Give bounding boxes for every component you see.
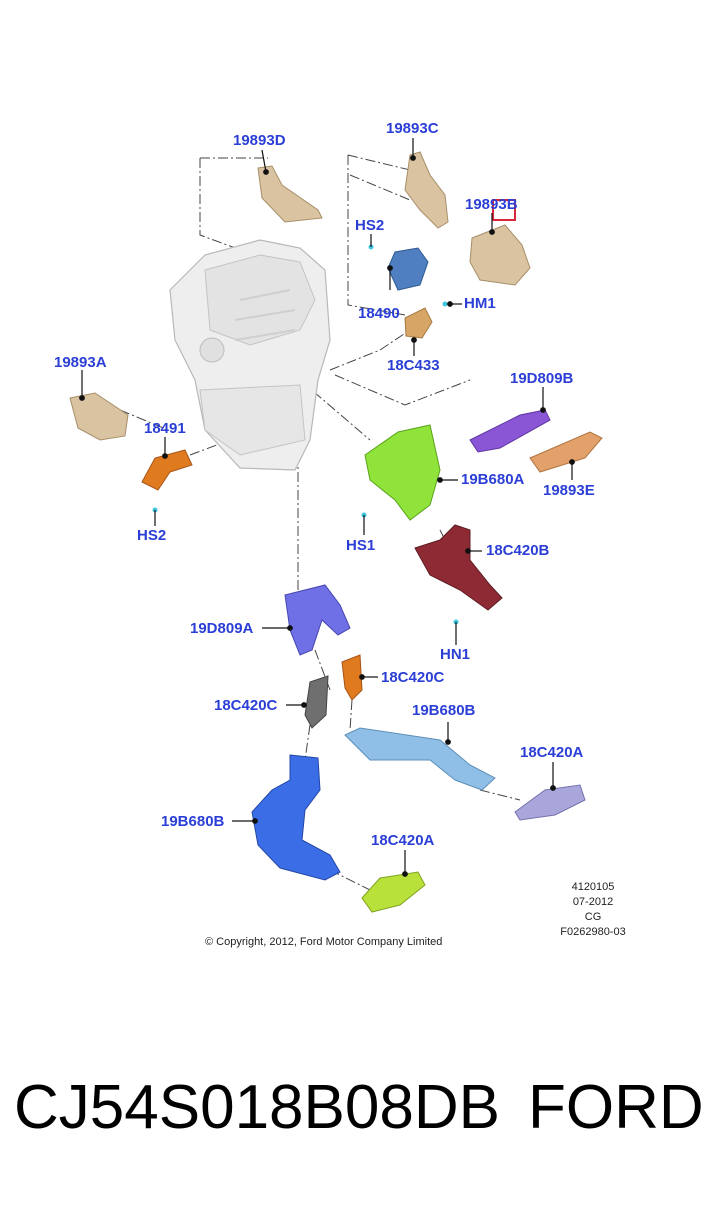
part-number: CJ54S018B08DB: [14, 1073, 500, 1142]
highlight-box: [492, 199, 516, 221]
part-19893c: [404, 151, 449, 229]
callout-hs1: HS1: [346, 537, 376, 554]
drawing-info-block: 4120105 07-2012 CG F0262980-03: [548, 880, 638, 940]
leader-19893c: [347, 155, 406, 316]
part-footer: CJ54S018B08DB FORD: [0, 1068, 708, 1148]
callout-18c433: 18C433: [387, 357, 440, 374]
part-18c433: [404, 307, 433, 339]
callout-19b680b-right: 19B680B: [412, 702, 476, 719]
brand-name: FORD: [528, 1073, 704, 1142]
leader-19b680a: [299, 379, 371, 441]
callout-hn1: HN1: [440, 646, 471, 663]
leader-18c433: [329, 329, 411, 371]
part-19893d: [257, 165, 323, 223]
part-18491: [141, 449, 193, 491]
part-19d809a: [284, 584, 351, 656]
callout-hs2-top: HS2: [355, 217, 385, 234]
leader-19893a: [119, 409, 169, 431]
callout-pointers: [79, 138, 575, 877]
drawing-date: 07-2012: [572, 896, 614, 908]
callout-18c420a-bottom: 18C420A: [371, 832, 435, 849]
leader-18c420a-right: [479, 789, 521, 801]
part-19d809b: [469, 409, 551, 453]
fastener-hm1: [442, 301, 448, 307]
drawing-number: 4120105: [571, 881, 615, 893]
part-19b680b-right: [344, 727, 496, 791]
callout-19893a: 19893A: [54, 354, 107, 371]
callout-18491: 18491: [144, 420, 186, 437]
part-19b680b-left: [251, 754, 341, 881]
callout-18c420c-left: 18C420C: [214, 697, 278, 714]
part-18c420b: [414, 524, 503, 611]
callout-19d809b: 19D809B: [510, 370, 574, 387]
callout-18c420a-right: 18C420A: [520, 744, 584, 761]
leader-18491: [189, 439, 231, 456]
part-18c420c-right: [341, 654, 363, 701]
part-18c420a-bottom: [361, 871, 426, 913]
part-18490: [387, 247, 429, 291]
callout-hm1: HM1: [464, 295, 496, 312]
callout-19893d: 19893D: [233, 132, 286, 149]
part-18c420c-left: [304, 675, 329, 729]
leader-lines: [119, 154, 521, 891]
part-19893b: [469, 224, 531, 286]
copyright-notice: © Copyright, 2012, Ford Motor Company Li…: [205, 936, 443, 948]
callout-18c420b: 18C420B: [486, 542, 550, 559]
drawing-reference: F0262980-03: [560, 926, 626, 938]
part-19b680a: [364, 424, 441, 521]
part-18c420a-right: [514, 784, 586, 821]
leader-18c420c: [314, 649, 331, 691]
leader-19d809b: [334, 374, 471, 406]
callout-hs2-left: HS2: [137, 527, 167, 544]
hvac-housing: [169, 239, 331, 471]
callout-19893e: 19893E: [543, 482, 595, 499]
leader-19893c-top: [347, 154, 411, 171]
leader-19893c-mid: [349, 174, 411, 201]
callout-19b680b-left: 19B680B: [161, 813, 225, 830]
leader-19b680b-right: [349, 699, 353, 731]
callout-19b680a: 19B680A: [461, 471, 525, 488]
part-19893a: [69, 392, 129, 441]
leader-19893d: [199, 158, 269, 261]
callout-19893b: 19893B: [465, 196, 518, 213]
callout-18490: 18490: [358, 305, 400, 322]
callout-18c420c-right: 18C420C: [381, 669, 445, 686]
callout-19893c: 19893C: [386, 120, 439, 137]
callout-19d809a: 19D809A: [190, 620, 254, 637]
part-19893e: [529, 431, 603, 473]
leader-19b680b-left: [304, 724, 311, 761]
drawing-code: CG: [584, 911, 602, 923]
